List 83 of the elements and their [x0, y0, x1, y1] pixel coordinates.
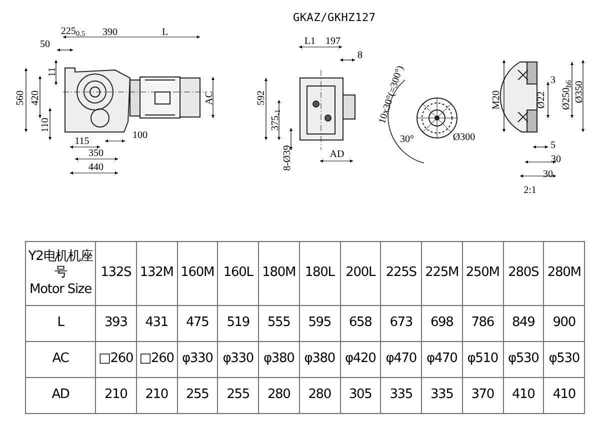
column-header: Y2电机机座号 [28, 249, 93, 282]
dimension-value: φ330 [177, 342, 218, 378]
dimension-value: φ530 [544, 342, 584, 378]
dimension-text: 30° [400, 135, 414, 145]
motor-size-value: 280S [503, 242, 544, 306]
row-header: AD [26, 378, 96, 414]
dimension-value: 519 [218, 306, 258, 342]
dimension-text: 110 [41, 118, 51, 132]
dimension-text: AC [205, 91, 215, 105]
dimension-text: 560 [16, 90, 26, 106]
dimension-text: M20 [492, 90, 502, 110]
dimension-value: 658 [340, 306, 381, 342]
dimension-text: Ø22 [537, 91, 547, 109]
dimension-value: □260 [96, 342, 136, 378]
dimension-text: 197 [326, 37, 340, 47]
dimension-text: 11 [48, 67, 58, 77]
dimension-text: Ø350 [575, 80, 585, 104]
dimension-value: 410 [544, 378, 584, 414]
dimension-value: □260 [136, 342, 177, 378]
dimension-value: 698 [422, 306, 462, 342]
dimension-text: 440 [88, 163, 104, 173]
motor-size-value: 225M [422, 242, 462, 306]
dimension-value: φ420 [340, 342, 381, 378]
dimension-value: 280 [299, 378, 340, 414]
dimension-value: φ380 [258, 342, 300, 378]
dimension-text: L [162, 28, 168, 38]
dimension-value: 786 [462, 306, 503, 342]
dimension-text: Ø300 [452, 133, 476, 143]
dimension-text: 3 [550, 76, 556, 86]
drawing-title: GKAZ/GKHZ127 [293, 12, 376, 23]
motor-size-value: 160L [218, 242, 258, 306]
dimension-text: 5 [550, 141, 556, 151]
dimension-value: 673 [380, 306, 422, 342]
dimension-value: φ470 [380, 342, 422, 378]
motor-size-value: 160M [177, 242, 218, 306]
dimension-text: 350 [88, 149, 104, 159]
dimension-value: 900 [544, 306, 584, 342]
dimension-value: 431 [136, 306, 177, 342]
column-header: Motor Size [28, 282, 92, 298]
motor-size-value: 180L [299, 242, 340, 306]
motor-size-value: 180M [258, 242, 300, 306]
row-header: AC [26, 342, 96, 378]
dimension-value: 410 [503, 378, 544, 414]
dimension-value: 555 [258, 306, 300, 342]
dimension-text: 2:1 [524, 186, 536, 196]
dimension-value: 210 [136, 378, 177, 414]
dimension-value: 255 [218, 378, 258, 414]
dimension-text: 8 [358, 51, 362, 61]
dimension-value: φ330 [218, 342, 258, 378]
motor-size-value: 250M [462, 242, 503, 306]
dimension-value: 849 [503, 306, 544, 342]
dimension-text: 420 [31, 90, 41, 106]
dimension-text: 115 [74, 137, 90, 147]
motor-size-value: 132M [136, 242, 177, 306]
dimension-text: 390 [102, 28, 118, 38]
dimension-text: 8-Ø39 [283, 145, 293, 171]
dimension-value: φ470 [422, 342, 462, 378]
dimension-text: L1 [304, 37, 316, 47]
dimension-value: φ380 [299, 342, 340, 378]
dimension-value: 595 [299, 306, 340, 342]
dimension-text: 30 [551, 155, 561, 165]
dimension-value: 280 [258, 378, 300, 414]
dimension-value: 370 [462, 378, 503, 414]
dimension-value: 475 [177, 306, 218, 342]
motor-size-value: 280M [544, 242, 584, 306]
dimension-text: 225$_{0.5}$ [60, 27, 86, 37]
motor-size-value: 225S [380, 242, 422, 306]
dimension-value: φ530 [503, 342, 544, 378]
dimension-text: AD [330, 150, 344, 160]
dimension-value: 255 [177, 378, 218, 414]
row-header: L [26, 306, 96, 342]
motor-size-value: 132S [96, 242, 136, 306]
dimension-value: 335 [422, 378, 462, 414]
dimension-value: φ510 [462, 342, 503, 378]
dimension-value: 393 [96, 306, 136, 342]
dimension-text: 30 [543, 170, 553, 180]
dimension-text: 592 [257, 90, 267, 106]
dimension-value: 305 [340, 378, 381, 414]
dimension-value: 210 [96, 378, 136, 414]
dimension-value: 335 [380, 378, 422, 414]
dimension-text: 50 [40, 40, 50, 50]
dimension-text: 100 [132, 131, 148, 141]
motor-size-value: 200L [340, 242, 381, 306]
